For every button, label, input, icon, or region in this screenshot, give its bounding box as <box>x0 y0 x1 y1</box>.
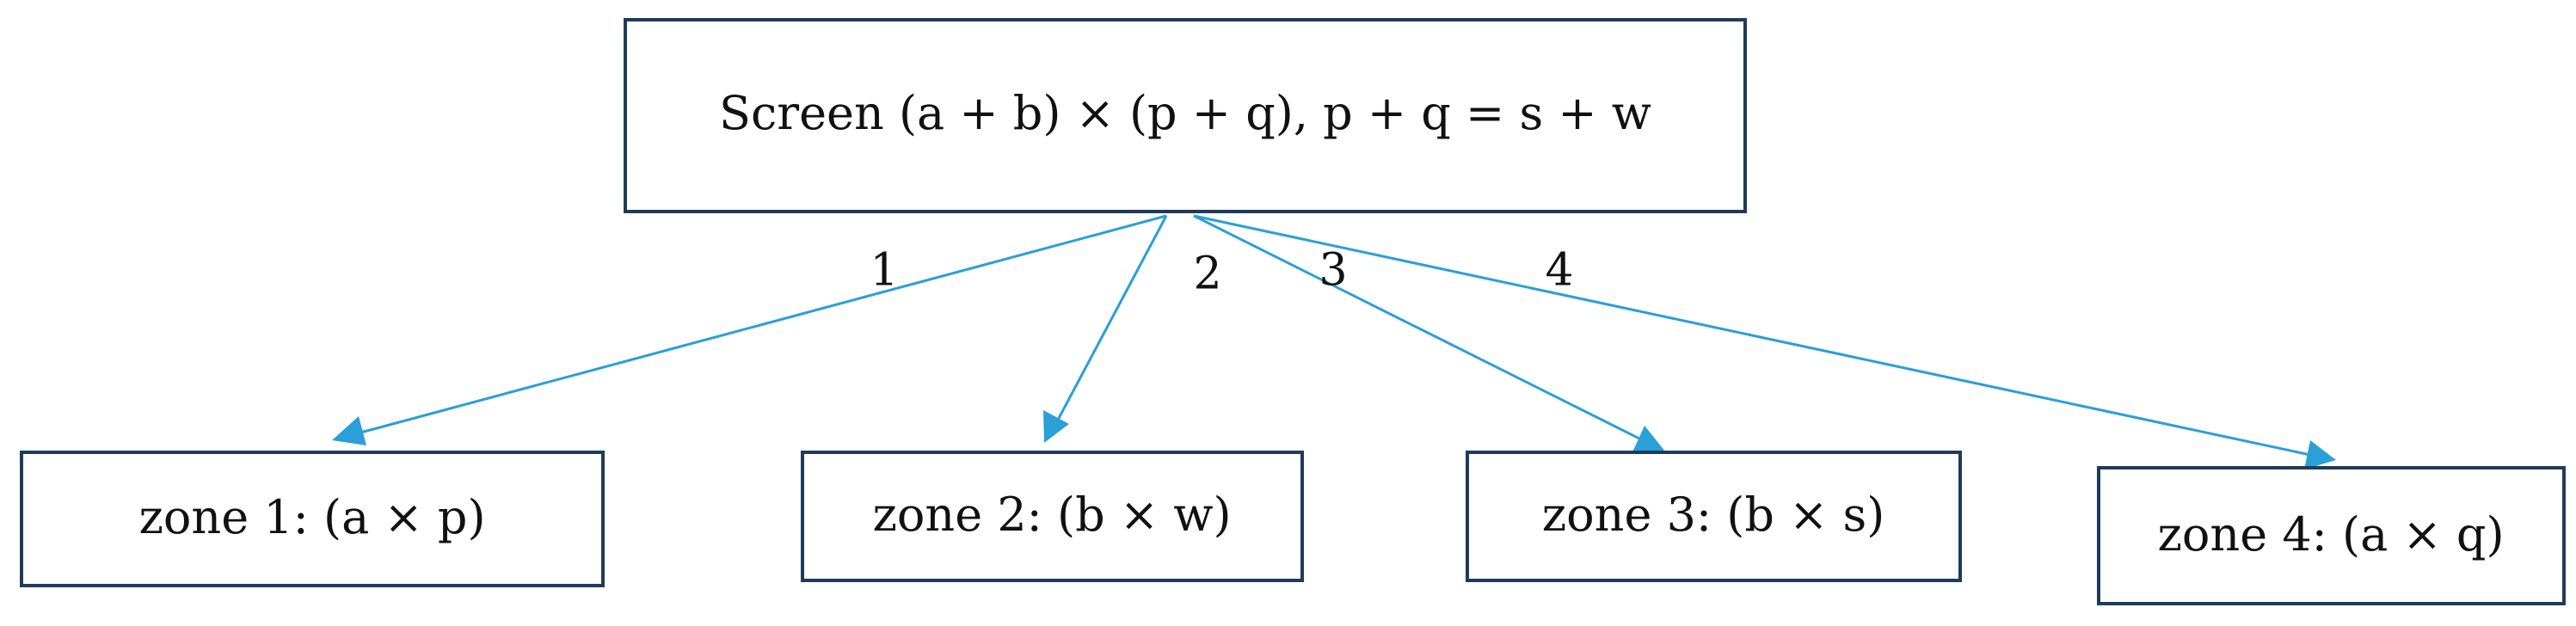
root-label: Screen (a + b) × (p + q), p + q = s + w <box>719 86 1651 140</box>
zone-3-label: zone 3: (b × s) <box>1542 488 1885 542</box>
edge-3-arrowhead <box>1632 426 1665 454</box>
edge-2-label: 2 <box>1193 249 1221 300</box>
root-box <box>624 18 1747 213</box>
edge-4-arrowhead <box>2304 440 2336 470</box>
edge-2: 2 <box>1043 215 1222 443</box>
zone-4-node: zone 4: (a × q) <box>2097 466 2566 605</box>
zone-2-node: zone 2: (b × w) <box>801 451 1304 582</box>
zone-2-box <box>801 451 1304 582</box>
edge-3-line <box>1193 214 1644 442</box>
root-node: Screen (a + b) × (p + q), p + q = s + w <box>624 18 1747 213</box>
edge-2-arrowhead <box>1043 410 1069 443</box>
zone-1-label: zone 1: (a × p) <box>138 490 485 544</box>
zone-4-box <box>2097 466 2566 605</box>
zone-2-label: zone 2: (b × w) <box>872 488 1231 542</box>
edge-3-label: 3 <box>1319 245 1347 297</box>
edge-1-line <box>354 214 1167 436</box>
edge-4-line <box>1193 214 2311 457</box>
edge-3: 3 <box>1193 214 1665 454</box>
edge-4-label: 4 <box>1545 245 1573 297</box>
edge-4: 4 <box>1193 214 2336 470</box>
edge-1-label: 1 <box>870 245 898 297</box>
edge-1-arrowhead <box>332 416 366 445</box>
edge-1: 1 <box>332 214 1167 445</box>
zone-3-box <box>1466 451 1962 582</box>
zone-1-node: zone 1: (a × p) <box>20 451 605 587</box>
zone-1-box <box>20 451 605 587</box>
zone-4-label: zone 4: (a × q) <box>2157 507 2504 562</box>
edge-2-line <box>1054 215 1168 424</box>
zone-3-node: zone 3: (b × s) <box>1466 451 1962 582</box>
